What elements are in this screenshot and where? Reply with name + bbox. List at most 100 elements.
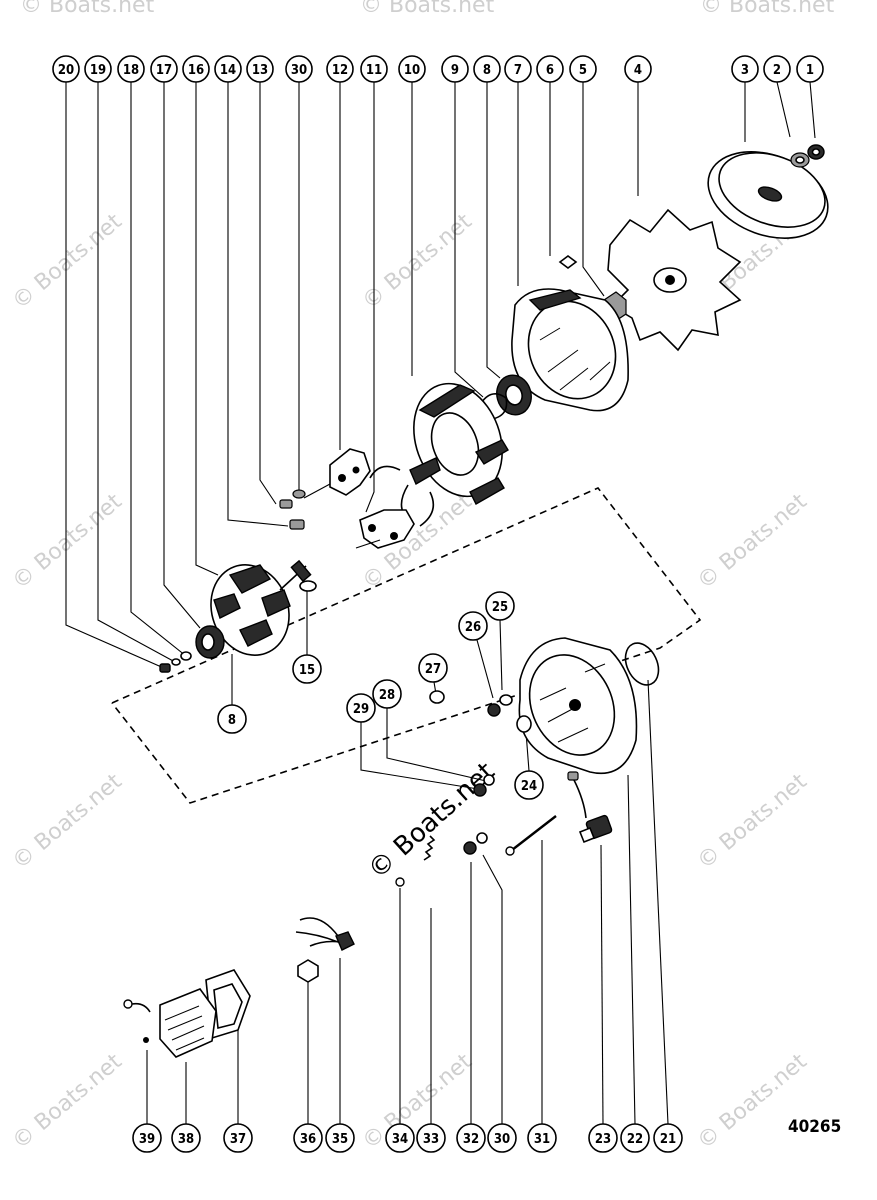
- watermark: © Boats.net: [8, 769, 127, 875]
- callout-11[interactable]: 11: [360, 55, 388, 83]
- svg-text:23: 23: [595, 1132, 611, 1147]
- callout-24[interactable]: 24: [514, 770, 544, 800]
- callout-37[interactable]: 37: [223, 1123, 253, 1153]
- bearing-20: [159, 663, 171, 673]
- callout-28[interactable]: 28: [372, 679, 402, 709]
- svg-text:12: 12: [332, 63, 348, 78]
- callout-14[interactable]: 14: [214, 55, 242, 83]
- leader-2: [776, 81, 791, 138]
- callout-2[interactable]: 2: [763, 55, 791, 83]
- callout-17[interactable]: 17: [150, 55, 178, 83]
- part-slip-rings: [195, 625, 225, 659]
- callout-10[interactable]: 10: [398, 55, 426, 83]
- svg-text:7: 7: [514, 63, 522, 78]
- screw: [303, 483, 331, 499]
- svg-text:24: 24: [521, 779, 537, 794]
- washer-24: [516, 715, 532, 733]
- callout-18[interactable]: 18: [117, 55, 145, 83]
- callout-33[interactable]: 33: [416, 1123, 446, 1153]
- callout-34[interactable]: 34: [385, 1123, 415, 1153]
- callout-27[interactable]: 27: [418, 653, 448, 683]
- callout-12[interactable]: 12: [326, 55, 354, 83]
- leader-1: [809, 81, 816, 139]
- capacitor-terminal: [567, 771, 579, 781]
- svg-text:25: 25: [492, 600, 508, 615]
- callout-26[interactable]: 26: [458, 611, 488, 641]
- svg-text:5: 5: [579, 63, 587, 78]
- part-front-housing: [511, 288, 629, 412]
- callout-20[interactable]: 20: [52, 55, 80, 83]
- watermark: © Boats.net: [700, 0, 835, 18]
- watermark-center: © Boats.net: [363, 757, 501, 885]
- callout-16[interactable]: 16: [182, 55, 210, 83]
- leader-22: [627, 774, 636, 1125]
- bushing-14: [289, 519, 305, 530]
- svg-text:15: 15: [299, 663, 315, 678]
- terminal-boot: [335, 931, 355, 951]
- svg-text:35: 35: [332, 1132, 348, 1147]
- leader-lines: [65, 81, 816, 1125]
- pulley-bore: [757, 186, 783, 202]
- svg-text:8: 8: [228, 713, 236, 728]
- callout-30-top[interactable]: 30: [285, 55, 313, 83]
- callout-23[interactable]: 23: [588, 1123, 618, 1153]
- watermark: © Boats.net: [693, 489, 812, 595]
- callout-6[interactable]: 6: [536, 55, 564, 83]
- svg-text:20: 20: [58, 63, 74, 78]
- part-capacitor: [567, 771, 613, 844]
- rectifier-plate-lower: [359, 509, 415, 549]
- svg-text:26: 26: [465, 620, 481, 635]
- part-rear-housing: [518, 637, 638, 774]
- rear-housing-ribs: [539, 663, 606, 743]
- callout-25[interactable]: 25: [485, 591, 515, 621]
- callout-39[interactable]: 39: [132, 1123, 162, 1153]
- svg-text:19: 19: [90, 63, 106, 78]
- callout-19[interactable]: 19: [84, 55, 112, 83]
- rectifier-diode: [338, 474, 346, 482]
- callout-3[interactable]: 3: [731, 55, 759, 83]
- pulley-nut-hole: [811, 148, 821, 156]
- leader-18: [130, 82, 187, 657]
- callout-35[interactable]: 35: [325, 1123, 355, 1153]
- regulator-gasket-opening: [213, 983, 243, 1029]
- svg-text:18: 18: [123, 63, 139, 78]
- callout-13[interactable]: 13: [246, 55, 274, 83]
- through-bolt-head: [505, 846, 515, 856]
- leader-23: [600, 844, 604, 1125]
- rectifier-diode: [352, 466, 360, 474]
- regulator-housing: [159, 988, 217, 1058]
- callout-8-top[interactable]: 8: [473, 55, 501, 83]
- part-regulator-assembly: [123, 969, 251, 1058]
- callout-4[interactable]: 4: [624, 55, 652, 83]
- stator-bore: [430, 412, 480, 476]
- callout-30-bottom[interactable]: 30: [487, 1123, 517, 1153]
- callout-32[interactable]: 32: [456, 1123, 486, 1153]
- callout-29[interactable]: 29: [346, 693, 376, 723]
- capacitor-bracket: [578, 826, 596, 844]
- callout-36[interactable]: 36: [293, 1123, 323, 1153]
- capacitor-lead: [573, 779, 587, 819]
- callout-21[interactable]: 21: [653, 1123, 683, 1153]
- callout-5[interactable]: 5: [569, 55, 597, 83]
- rotor-snap-ring: [299, 580, 317, 592]
- svg-text:38: 38: [178, 1132, 194, 1147]
- rectifier-diode: [368, 524, 376, 532]
- svg-text:32: 32: [463, 1132, 479, 1147]
- rear-housing-hub: [569, 699, 581, 711]
- terminal-nut: [297, 959, 319, 983]
- callout-8-mid[interactable]: 8: [217, 704, 247, 734]
- watermark: © Boats.net: [360, 0, 495, 18]
- callout-9[interactable]: 9: [441, 55, 469, 83]
- callout-15[interactable]: 15: [292, 654, 322, 684]
- washer-30: [476, 832, 488, 844]
- svg-text:29: 29: [353, 702, 369, 717]
- callout-31[interactable]: 31: [527, 1123, 557, 1153]
- bearing-inner: [505, 384, 523, 406]
- callout-38[interactable]: 38: [171, 1123, 201, 1153]
- callout-22[interactable]: 22: [620, 1123, 650, 1153]
- part-terminal-lead: [295, 917, 355, 983]
- callout-7[interactable]: 7: [504, 55, 532, 83]
- svg-text:16: 16: [188, 63, 204, 78]
- callout-1[interactable]: 1: [796, 55, 824, 83]
